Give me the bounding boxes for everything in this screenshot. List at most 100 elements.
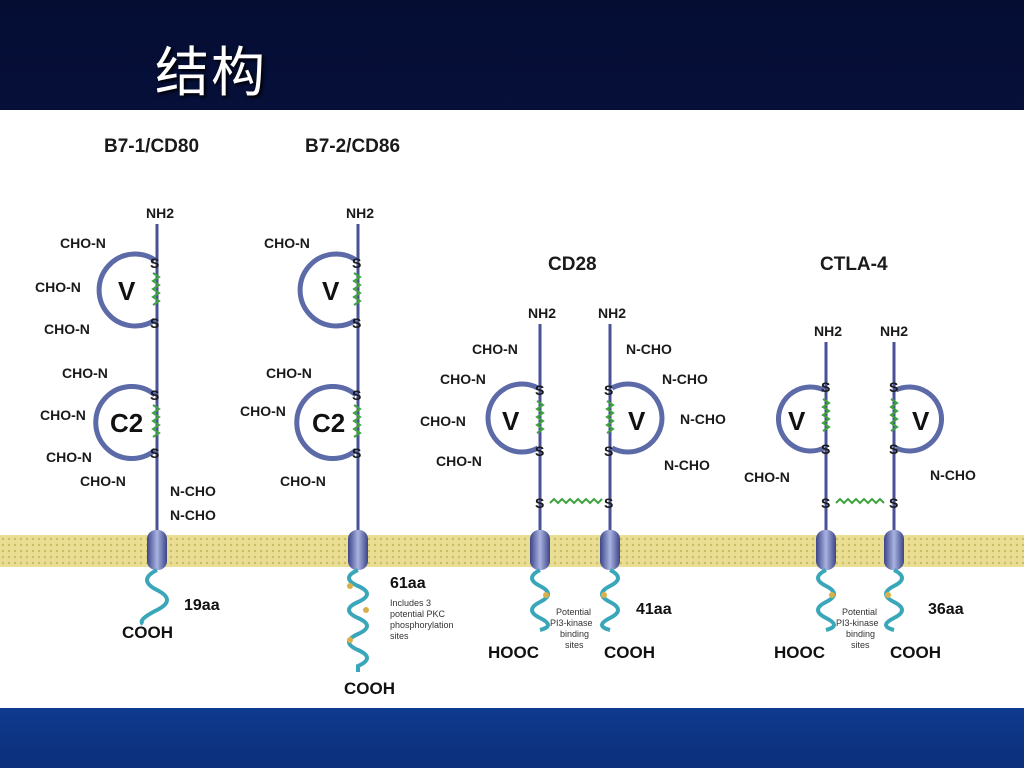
ctla4-s-4: S [889, 441, 898, 457]
b7-1-domain-c2: C2 [110, 408, 143, 438]
cd28-pi3k-site-left [543, 592, 549, 598]
ctla4-hooc: HOOC [774, 643, 825, 662]
b7-2-glycan-1: CHO-N [264, 235, 310, 251]
b7-2-glycan-2: CHO-N [266, 365, 312, 381]
ctla4-disulfide-left [821, 398, 831, 432]
b7-1-glycan-2: CHO-N [35, 279, 81, 295]
b7-2-s-4: S [352, 445, 361, 461]
b7-1-glycan-5: CHO-N [40, 407, 86, 423]
cd28-glycan-l3: CHO-N [420, 413, 466, 429]
ctla4-s-3: S [889, 379, 898, 395]
b7-2-note-4: sites [390, 631, 409, 641]
ctla4-s-1: S [821, 379, 830, 395]
b7-1-tail-length: 19aa [184, 597, 220, 614]
b7-2-s-1: S [352, 255, 361, 271]
b7-2-s-2: S [352, 315, 361, 331]
diagram-svg: B7-1/CD80 NH2 V S S C2 S S CHO-N CHO-N C… [0, 136, 1024, 698]
ctla4-nh2-right: NH2 [880, 323, 908, 339]
ctla4-note-1: Potential [842, 607, 877, 617]
ctla4-pi3k-site-left [829, 592, 835, 598]
cd28-note-4: sites [565, 640, 584, 650]
ctla4-transmembrane-right [884, 530, 904, 570]
cd28-glycan-l2: CHO-N [440, 371, 486, 387]
b7-1-domain-v: V [118, 276, 136, 306]
cd28-interchain-disulfide [549, 497, 603, 505]
ctla4-glycan-right: N-CHO [930, 467, 976, 483]
b7-1-glycan-4: CHO-N [62, 365, 108, 381]
b7-2-glycan-4: CHO-N [280, 473, 326, 489]
ctla4-domain-v-left: V [788, 406, 806, 436]
b7-2-cooh: COOH [344, 679, 395, 698]
b7-1-disulfide-bond-v [151, 272, 161, 306]
ctla4-s-6: S [889, 495, 898, 511]
b7-2-name: B7-2/CD86 [305, 136, 400, 157]
cd28-pi3k-site-right [601, 592, 607, 598]
cd28-note-1: Potential [556, 607, 591, 617]
cd28-v-loop-right [610, 381, 665, 455]
cd28-s-2: S [535, 443, 544, 459]
b7-2-disulfide-bond-c2 [352, 404, 362, 438]
molecule-cd28: CD28 NH2 NH2 V V S S S S S S CHO-N CHO-N [420, 254, 726, 662]
b7-2-pkc-site-2 [363, 607, 369, 613]
b7-2-note-1: Includes 3 [390, 598, 431, 608]
ctla4-note-2: PI3-kinase [836, 618, 879, 628]
cd28-v-loop-left [485, 381, 540, 455]
b7-2-domain-v: V [322, 276, 340, 306]
b7-1-s-3: S [150, 387, 159, 403]
b7-2-pkc-site-1 [347, 583, 353, 589]
b7-1-s-4: S [150, 445, 159, 461]
cell-membrane [0, 535, 1024, 567]
cd28-glycan-r4: N-CHO [664, 457, 710, 473]
cd28-s-5: S [535, 495, 544, 511]
ctla4-v-loop-left [775, 384, 826, 454]
structure-diagram: B7-1/CD80 NH2 V S S C2 S S CHO-N CHO-N C… [0, 110, 1024, 708]
ctla4-transmembrane-left [816, 530, 836, 570]
ctla4-name: CTLA-4 [820, 254, 888, 275]
cd28-cooh: COOH [604, 643, 655, 662]
b7-2-cytoplasmic-tail [347, 568, 369, 672]
b7-1-name: B7-1/CD80 [104, 136, 199, 157]
b7-1-s-2: S [150, 315, 159, 331]
cd28-s-1: S [535, 382, 544, 398]
b7-1-v-loop [96, 251, 157, 329]
cd28-transmembrane-left [530, 530, 550, 570]
cd28-s-6: S [604, 495, 613, 511]
b7-1-c2-loop [93, 384, 157, 461]
cd28-note-2: PI3-kinase [550, 618, 593, 628]
cd28-tail-left [530, 568, 550, 632]
b7-2-s-3: S [352, 387, 361, 403]
molecule-b7-1: B7-1/CD80 NH2 V S S C2 S S CHO-N CHO-N C… [35, 136, 220, 642]
ctla4-tail-length: 36aa [928, 601, 964, 618]
b7-1-s-1: S [150, 255, 159, 271]
cd28-glycan-r2: N-CHO [662, 371, 708, 387]
cd28-glycan-r1: N-CHO [626, 341, 672, 357]
b7-2-nh2: NH2 [346, 205, 374, 221]
b7-2-pkc-site-3 [347, 637, 353, 643]
ctla4-s-5: S [821, 495, 830, 511]
b7-1-glycan-1: CHO-N [60, 235, 106, 251]
b7-2-note-2: potential PKC [390, 609, 446, 619]
b7-1-transmembrane [147, 530, 167, 570]
cd28-tail-right [600, 568, 620, 632]
cd28-hooc: HOOC [488, 643, 539, 662]
ctla4-v-loop-right [894, 384, 945, 454]
ctla4-domain-v-right: V [912, 406, 930, 436]
cd28-disulfide-right [605, 400, 615, 434]
b7-1-cooh: COOH [122, 623, 173, 642]
b7-1-disulfide-bond-c2 [151, 404, 161, 438]
b7-2-tail-length: 61aa [390, 575, 426, 592]
cd28-s-4: S [604, 443, 613, 459]
b7-1-glycan-3: CHO-N [44, 321, 90, 337]
ctla4-tail-left [816, 568, 836, 632]
cd28-glycan-r3: N-CHO [680, 411, 726, 427]
b7-2-disulfide-bond-v [352, 272, 362, 306]
ctla4-note-3: binding [846, 629, 875, 639]
slide-title: 结构 [155, 41, 267, 104]
b7-2-v-loop [297, 251, 358, 329]
b7-2-c2-loop [294, 384, 358, 461]
ctla4-interchain-disulfide [835, 497, 885, 505]
ctla4-pi3k-site-right [885, 592, 891, 598]
molecule-ctla-4: CTLA-4 NH2 NH2 V V S S S S S S CHO-N N-C… [744, 254, 976, 662]
ctla4-s-2: S [821, 441, 830, 457]
